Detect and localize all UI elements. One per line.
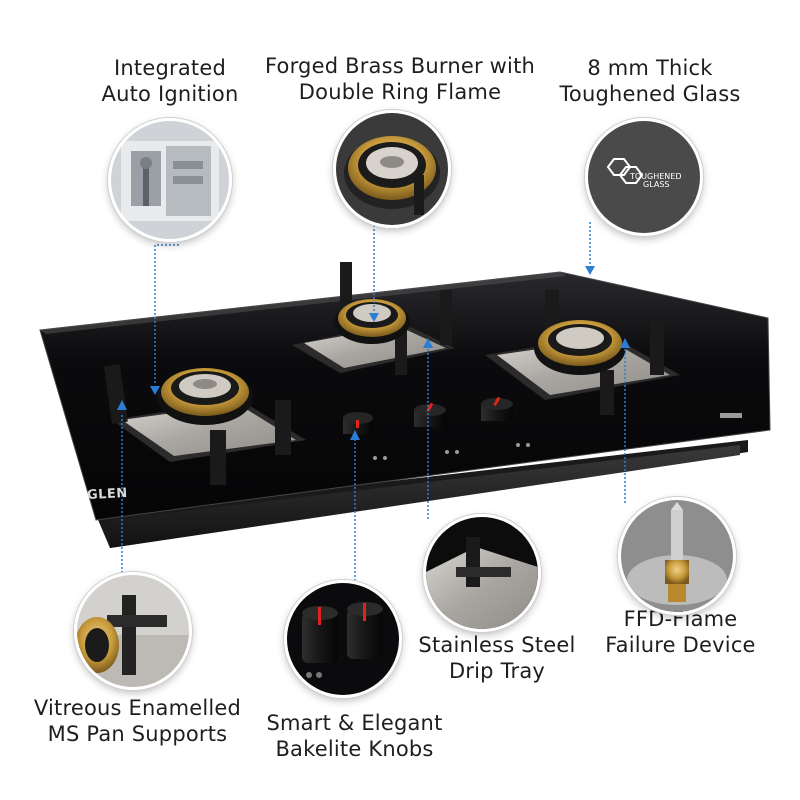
label-line: Auto Ignition: [101, 82, 239, 106]
label-toughened-glass: 8 mm Thick Toughened Glass: [555, 55, 745, 107]
label-auto-ignition: Integrated Auto Ignition: [95, 55, 245, 107]
label-line: Failure Device: [605, 633, 756, 657]
label-line: Smart & Elegant: [266, 711, 443, 735]
label-line: Double Ring Flame: [298, 80, 502, 104]
label-line: Integrated: [114, 56, 226, 80]
label-line: Bakelite Knobs: [275, 737, 434, 761]
connector-lines: [121, 217, 626, 580]
detail-circle-auto-ignition: [108, 118, 232, 242]
toughened-glass-icon: [606, 158, 644, 184]
detail-circle-knobs: [284, 580, 402, 698]
label-line: Forged Brass Burner with: [265, 54, 536, 78]
knob-middle[interactable]: [414, 402, 446, 432]
knob-right[interactable]: [481, 396, 513, 426]
knob-left[interactable]: [343, 412, 373, 438]
label-brass-burner: Forged Brass Burner with Double Ring Fla…: [265, 53, 535, 105]
label-knobs: Smart & Elegant Bakelite Knobs: [262, 710, 447, 762]
glass-markings: [373, 413, 742, 460]
detail-circle-brass-burner: [333, 110, 451, 228]
brand-logo: GLEN: [86, 485, 129, 504]
badge-line2: GLASS: [643, 180, 669, 189]
detail-circle-ffd: [618, 497, 736, 615]
label-line: 8 mm Thick: [587, 56, 713, 80]
label-line: Stainless Steel: [418, 633, 576, 657]
label-line: Drip Tray: [448, 659, 546, 683]
label-line: MS Pan Supports: [47, 722, 228, 746]
right-burner: [485, 290, 680, 415]
label-line: Vitreous Enamelled: [33, 696, 242, 720]
label-line: Toughened Glass: [559, 82, 741, 106]
label-pan-supports: Vitreous Enamelled MS Pan Supports: [30, 695, 245, 747]
detail-circle-toughened-glass: TOUGHENED GLASS: [585, 118, 703, 236]
badge-line1: TOUGHENED: [629, 172, 682, 181]
detail-circle-drip-tray: [423, 514, 541, 632]
left-burner: [103, 364, 306, 485]
detail-circle-pan-supports: [74, 572, 192, 690]
connector-arrows: [117, 266, 630, 440]
label-drip-tray: Stainless Steel Drip Tray: [412, 632, 582, 684]
